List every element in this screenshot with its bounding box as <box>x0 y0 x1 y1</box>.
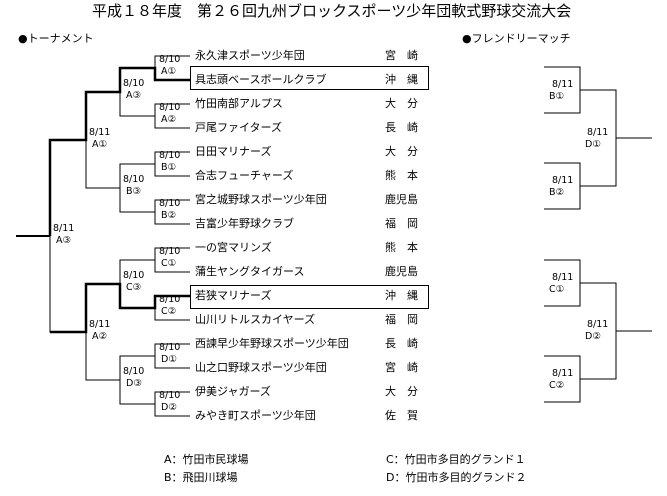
game-date: 8/10 <box>159 342 181 353</box>
team-pref: 宮 崎 <box>385 49 418 62</box>
team-pref: 熊 本 <box>385 241 418 254</box>
team-pref: 鹿児島 <box>385 265 418 278</box>
game-date: 8/10 <box>159 54 181 65</box>
friendly-bracket <box>544 355 581 403</box>
venue-d: D：竹田市多目的グランド２ <box>386 471 527 484</box>
team-name: 竹田南部アルプス <box>195 97 283 110</box>
team-pref: 福 岡 <box>385 313 418 326</box>
game-id: A③ <box>56 235 72 246</box>
team-pref: 長 崎 <box>385 121 418 134</box>
team-name: 戸尾ファイターズ <box>195 121 283 134</box>
team-pref: 沖 縄 <box>385 289 418 302</box>
game-date: 8/10 <box>159 246 181 257</box>
game-date: 8/10 <box>123 78 145 89</box>
team-name: 西諫早少年野球スポーツ少年団 <box>195 337 349 350</box>
section-tournament: ●トーナメント <box>18 32 94 45</box>
game-date: 8/11 <box>89 127 111 138</box>
game-id: D③ <box>126 378 142 389</box>
game-id: D② <box>585 331 601 342</box>
game-date: 8/10 <box>159 294 181 305</box>
friendly-bracket <box>544 162 581 210</box>
game-date: 8/11 <box>587 127 609 138</box>
game-id: B② <box>549 187 565 198</box>
team-name: 山川リトルスカイヤーズ <box>195 313 316 326</box>
team-name: 若狭マリナーズ <box>195 289 272 302</box>
team-name: みやき町スポーツ少年団 <box>195 409 316 422</box>
game-date: 8/10 <box>123 270 145 281</box>
team-name: 蒲生ヤングタイガース <box>195 265 305 278</box>
game-id: A② <box>161 114 177 125</box>
team-name: 吉富少年野球クラブ <box>195 217 294 230</box>
game-id: A① <box>161 66 177 77</box>
team-name: 具志頭ベースボールクラブ <box>195 73 327 86</box>
team-pref: 大 分 <box>385 385 418 398</box>
winner-box-1 <box>190 66 429 90</box>
game-id: B① <box>549 91 565 102</box>
winner-box-2 <box>190 285 429 309</box>
game-id: C① <box>161 258 177 269</box>
page-title: 平成１８年度 第２６回九州ブロックスポーツ少年団軟式野球交流大会 <box>92 2 572 20</box>
team-name: 永久津スポーツ少年団 <box>195 49 305 62</box>
game-id: B① <box>161 162 177 173</box>
section-friendly: ●フレンドリーマッチ <box>462 32 571 45</box>
game-id: B③ <box>126 186 142 197</box>
winner-path <box>50 282 190 334</box>
team-name: 日田マリナーズ <box>195 145 272 158</box>
team-pref: 長 崎 <box>385 337 418 350</box>
game-id: C② <box>161 306 177 317</box>
game-id: B② <box>161 210 177 221</box>
friendly-bracket <box>544 66 581 114</box>
game-date: 8/11 <box>552 272 574 283</box>
team-name: 宮之城野球スポーツ少年団 <box>195 193 327 206</box>
team-pref: 佐 賀 <box>385 409 418 422</box>
friendly-bracket <box>544 259 581 307</box>
team-name: 伊美ジャガーズ <box>195 385 271 398</box>
team-name: 合志フューチャーズ <box>195 169 294 182</box>
team-pref: 福 岡 <box>385 217 418 230</box>
game-date: 8/10 <box>159 198 181 209</box>
team-pref: 大 分 <box>385 145 418 158</box>
team-pref: 沖 縄 <box>385 73 418 86</box>
team-pref: 大 分 <box>385 97 418 110</box>
game-date: 8/11 <box>552 368 574 379</box>
team-pref: 宮 崎 <box>385 361 418 374</box>
game-id: A③ <box>126 90 142 101</box>
game-date: 8/11 <box>53 223 75 234</box>
game-id: A② <box>92 331 108 342</box>
team-name: 山之口野球スポーツ少年団 <box>195 361 327 374</box>
game-date: 8/10 <box>123 366 145 377</box>
game-date: 8/10 <box>159 150 181 161</box>
game-id: A① <box>92 139 108 150</box>
venue-a: A：竹田市民球場 <box>164 453 249 466</box>
game-date: 8/11 <box>552 79 574 90</box>
venue-c: C：竹田市多目的グランド１ <box>386 453 526 466</box>
team-pref: 鹿児島 <box>385 193 418 206</box>
game-date: 8/10 <box>159 102 181 113</box>
game-date: 8/11 <box>89 319 111 330</box>
game-id: D① <box>585 139 601 150</box>
game-id: C① <box>549 284 565 295</box>
team-pref: 熊 本 <box>385 169 418 182</box>
game-id: D② <box>161 402 177 413</box>
game-id: D① <box>161 354 177 365</box>
venue-b: B：飛田川球場 <box>164 471 238 484</box>
friendly-bracket <box>580 89 617 187</box>
game-id: C③ <box>126 282 142 293</box>
winner-path <box>48 66 190 236</box>
game-id: C② <box>549 380 565 391</box>
game-date: 8/10 <box>123 174 145 185</box>
team-name: 一の宮マリンズ <box>195 241 272 254</box>
game-date: 8/10 <box>159 390 181 401</box>
game-date: 8/11 <box>552 175 574 186</box>
game-date: 8/11 <box>587 319 609 330</box>
